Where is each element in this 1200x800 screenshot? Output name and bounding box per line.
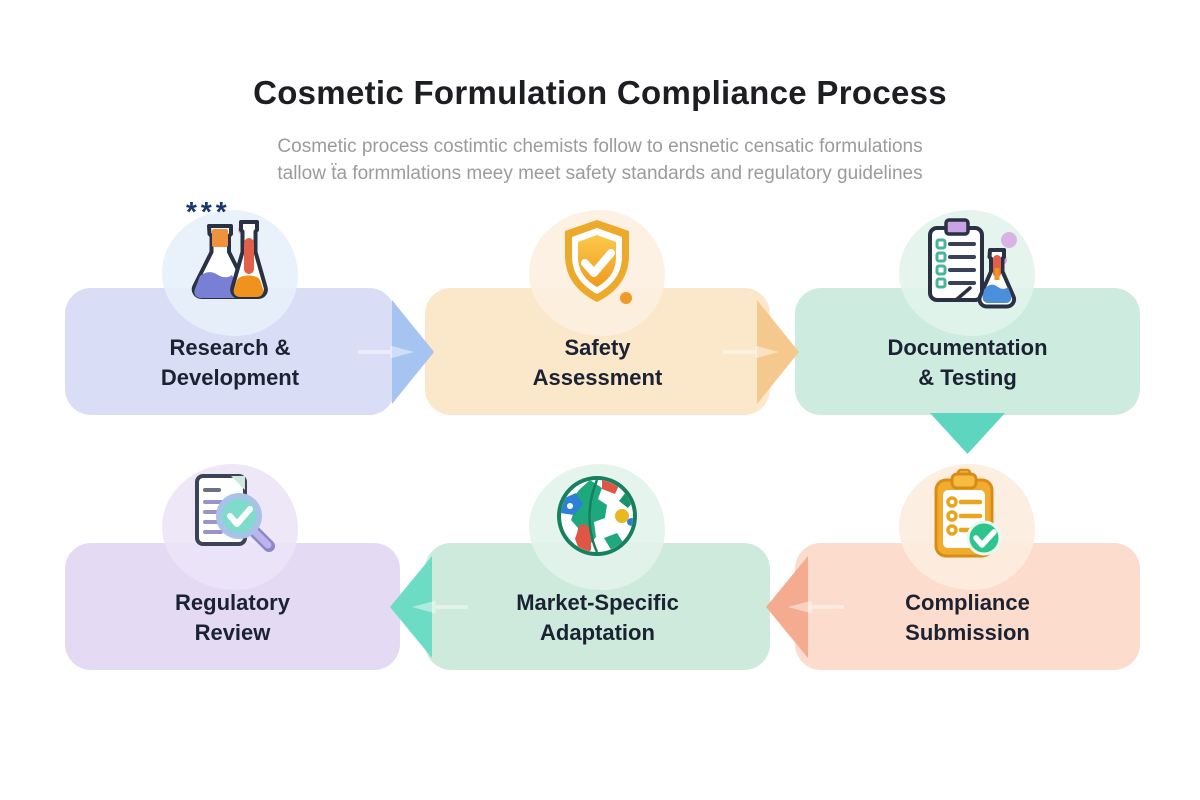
arrow-documentation-to-compliance [930,413,1005,454]
page-title: Cosmetic Formulation Compliance Process [253,74,947,111]
safety-assessment-icon-group [517,198,677,348]
step-label-market-specific-adaptation: Market-Specific Adaptation [516,566,679,648]
step-label-documentation-testing: Documentation & Testing [887,311,1047,393]
step-label-line: Assessment [532,364,663,390]
step-label-line: Market-Specific [516,589,679,615]
step-label-line: & Testing [918,364,1017,390]
step-label-line: Safety [564,334,631,360]
regulatory-review-icon-group [150,452,310,602]
step-box-documentation-testing: Documentation & Testing [795,288,1140,415]
step-label-line: Documentation [887,334,1048,360]
compliance-submission-icon-group [887,452,1047,602]
market-specific-adaptation-icon-group [517,452,677,602]
step-label-line: Review [194,619,271,645]
step-label-line: Submission [905,619,1030,645]
clipboard-check-icon [934,468,1002,558]
step-label-research-development: Research & Development [161,311,299,393]
step-label-regulatory-review: Regulatory Review [175,566,290,648]
step-label-line: Compliance [905,589,1030,615]
step-label-safety-assessment: Safety Assessment [533,311,663,393]
documentation-testing-icon-group [887,198,1047,348]
lab-flasks-icon [191,220,268,299]
step-label-line: Development [160,364,300,390]
research-development-icon-group: *** [150,196,310,348]
globe-icon [557,476,637,556]
step-label-compliance-submission: Compliance Submission [905,566,1030,648]
step-label-line: Research & [169,334,291,360]
document-magnifier-icon [195,474,275,552]
step-label-line: Regulatory [175,589,290,615]
step-label-line: Adaptation [540,619,655,645]
subtitle-line-1: Cosmetic process costimtic chemists foll… [277,136,923,157]
shield-check-icon [565,220,632,304]
clipboard-flask-icon [928,218,1017,309]
asterisks-decoration: *** [186,196,231,227]
subtitle-line-2: tallow ẗa formmlations meey meet safety … [277,163,923,184]
page-subtitle: Cosmetic process costimtic chemists foll… [0,133,1200,187]
